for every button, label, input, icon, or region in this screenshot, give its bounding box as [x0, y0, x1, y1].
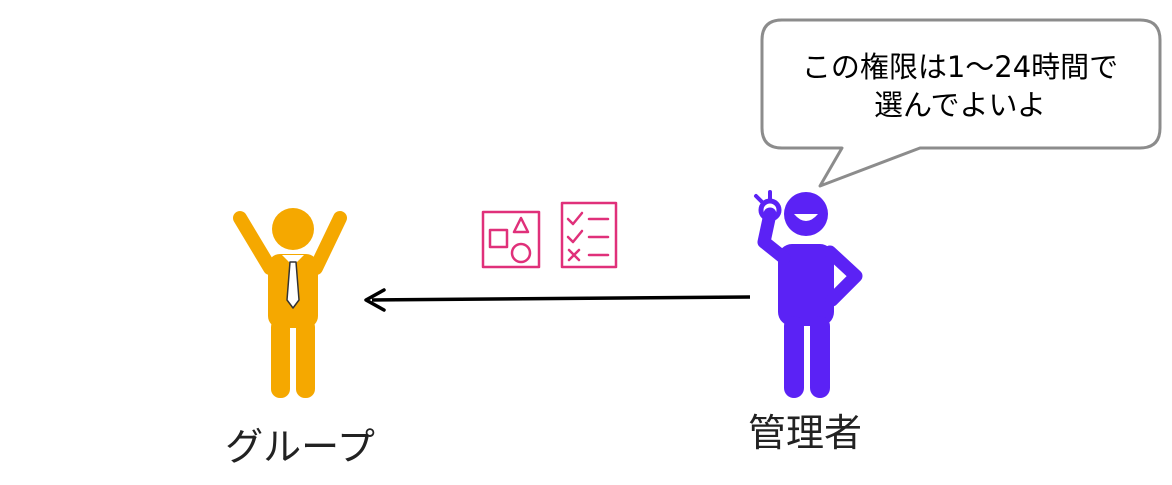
speech-bubble-text: この権限は1～24時間で 選んでよいよ — [770, 48, 1150, 124]
speech-bubble-line-1: この権限は1～24時間で — [801, 50, 1119, 84]
admin-label: 管理者 — [747, 411, 862, 455]
checklist-icon — [560, 201, 618, 269]
group-person-icon — [233, 208, 347, 398]
admin-person-icon — [754, 190, 863, 398]
shapes-icon — [481, 210, 541, 269]
speech-bubble-line-2: 選んでよいよ — [874, 88, 1046, 122]
grant-arrow — [364, 288, 751, 312]
speech-bubble — [760, 18, 1162, 188]
group-label: グループ — [225, 425, 375, 469]
